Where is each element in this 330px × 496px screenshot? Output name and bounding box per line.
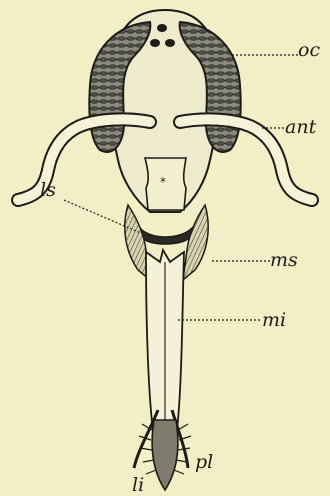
label-ls: ls (40, 181, 56, 200)
labrum (140, 228, 192, 244)
ocellus-top (157, 24, 167, 32)
label-mi: mi (262, 311, 286, 330)
label-pl: pl (195, 453, 213, 472)
svg-text:*: * (160, 175, 166, 189)
label-li: li (132, 476, 144, 495)
ligula (152, 420, 178, 490)
right-mandible (183, 205, 208, 280)
label-oc: oc (298, 41, 320, 60)
ocellus-left (150, 39, 160, 47)
ocellus-right (165, 39, 175, 47)
label-ms: ms (270, 251, 298, 270)
label-ant: ant (285, 118, 316, 137)
